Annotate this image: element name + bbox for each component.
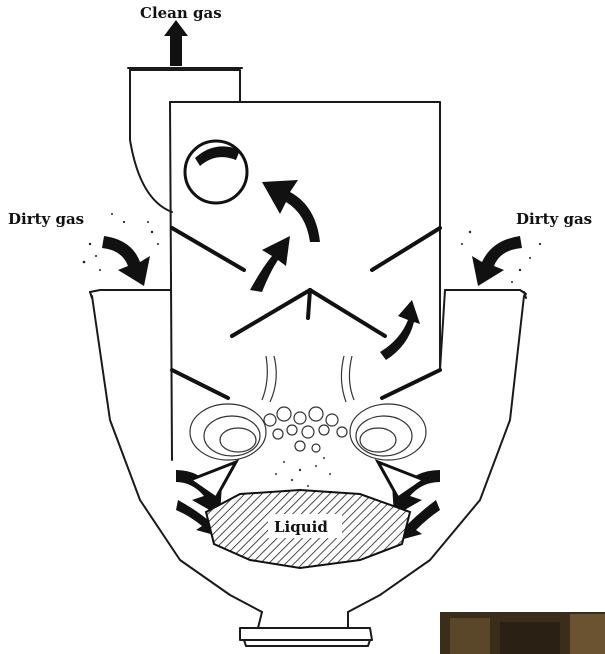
droplets: [275, 457, 331, 487]
foam-bubbles: [264, 407, 347, 452]
photo-corner: [440, 612, 605, 654]
bottom-outlet: [240, 612, 372, 646]
dirty-gas-left-label: Dirty gas: [8, 210, 84, 228]
spray-swirls: [190, 356, 426, 460]
outlet-port: [185, 141, 247, 203]
dirty-gas-right-label: Dirty gas: [516, 210, 592, 228]
dirty-gas-arrows: [102, 236, 522, 286]
clean-gas-duct: [128, 68, 242, 212]
liquid-label: Liquid: [274, 518, 328, 536]
baffles: [172, 228, 440, 398]
clean-gas-label: Clean gas: [140, 4, 222, 22]
